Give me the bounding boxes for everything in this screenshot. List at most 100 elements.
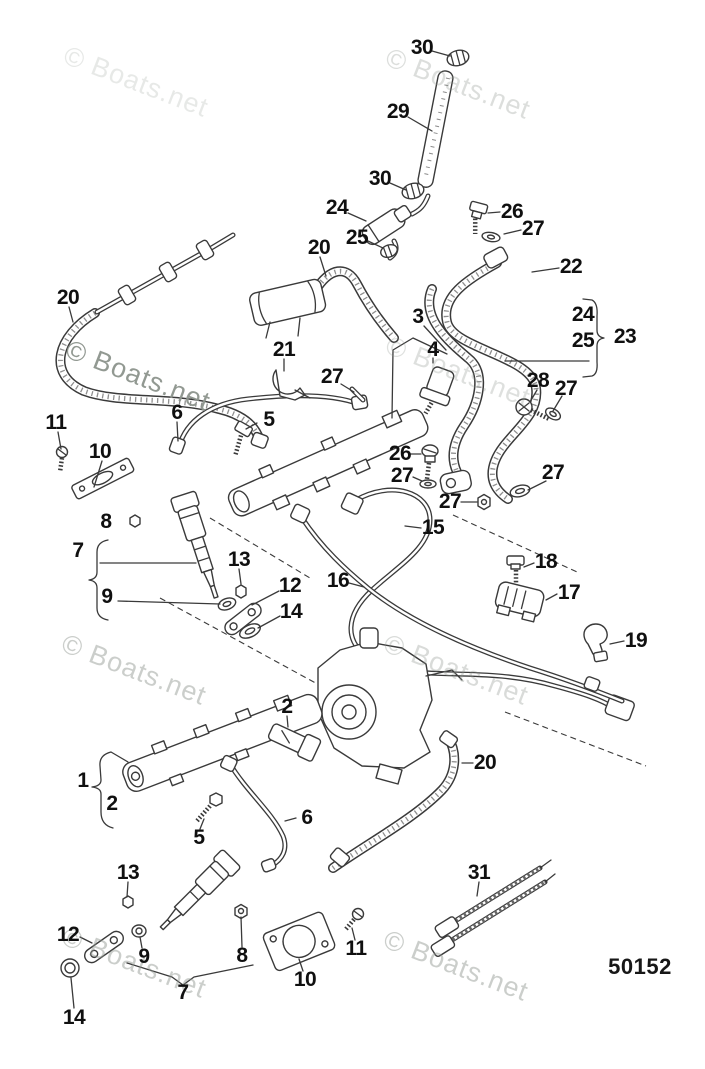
pin-27 <box>349 386 366 403</box>
callout-15: 15 <box>421 516 445 539</box>
callout-22: 22 <box>559 255 583 278</box>
screw-11-lower <box>344 907 365 931</box>
callout-24: 24 <box>325 196 349 219</box>
cables-31 <box>430 859 556 958</box>
callout-14: 14 <box>62 1006 86 1029</box>
clamp-12-upper <box>224 602 262 636</box>
nut-13-upper <box>235 584 247 599</box>
oring-14-lower <box>60 958 80 978</box>
callout-4: 4 <box>427 338 439 361</box>
callout-29: 29 <box>386 100 410 123</box>
callout-30: 30 <box>368 167 392 190</box>
fuel-rail-lower <box>122 693 323 792</box>
callout-10: 10 <box>293 968 317 991</box>
nut-13-lower <box>122 895 134 909</box>
banjo-bolt-26 <box>421 444 439 480</box>
callout-5: 5 <box>193 826 205 849</box>
sensor-4 <box>419 366 455 415</box>
bolt-5-upper <box>233 420 254 456</box>
callout-9: 9 <box>138 945 150 968</box>
fuel-line-left <box>97 235 233 312</box>
injector-upper <box>170 490 219 599</box>
callout-7: 7 <box>72 539 84 562</box>
hose-22 <box>446 246 536 499</box>
banjo-fitting <box>439 469 472 495</box>
callout-1: 1 <box>77 769 89 792</box>
callout-12: 12 <box>56 923 80 946</box>
callout-8: 8 <box>100 510 112 533</box>
callout-2: 2 <box>106 792 118 815</box>
pipe-6-lower <box>219 754 285 873</box>
callout-9: 9 <box>101 585 113 608</box>
bolt-18 <box>506 555 525 592</box>
callout-27: 27 <box>390 464 414 487</box>
callout-27: 27 <box>554 377 578 400</box>
callout-16: 16 <box>326 569 350 592</box>
callout-13: 13 <box>227 548 251 571</box>
brackets <box>88 298 605 986</box>
canister <box>249 278 327 326</box>
leader-lines <box>57 50 625 1009</box>
callout-17: 17 <box>557 581 581 604</box>
callout-7: 7 <box>177 981 189 1004</box>
callout-28: 28 <box>526 369 550 392</box>
clamp-30-top <box>446 49 470 67</box>
oring-14-upper <box>239 623 261 639</box>
callout-8: 8 <box>236 944 248 967</box>
callout-31: 31 <box>467 861 491 884</box>
nut-8-upper <box>129 514 141 528</box>
diagram-part-number: 50152 <box>608 954 672 979</box>
bolt-28 <box>515 398 551 422</box>
callout-19: 19 <box>624 629 648 652</box>
seal-9-lower <box>131 924 147 938</box>
nut-8-lower <box>234 903 248 920</box>
callout-25: 25 <box>345 226 369 249</box>
washer-27-top <box>481 231 501 243</box>
callout-6: 6 <box>301 806 313 829</box>
pipe-16 <box>290 503 622 701</box>
callout-13: 13 <box>116 861 140 884</box>
washer-27-right <box>509 484 531 498</box>
hose-20-left <box>60 313 269 449</box>
pump <box>317 627 463 785</box>
vent-hose-29 <box>417 70 454 188</box>
hose-20-lower <box>329 730 458 868</box>
pipe-15 <box>340 490 635 722</box>
gasket-10-lower <box>262 911 336 972</box>
seal-9-upper <box>217 597 237 611</box>
clamp-25 <box>380 243 398 259</box>
callout-20: 20 <box>307 236 331 259</box>
callout-27: 27 <box>521 217 545 240</box>
callout-18: 18 <box>534 550 558 573</box>
callout-12: 12 <box>278 574 302 597</box>
callout-27: 27 <box>541 461 565 484</box>
bracket-10-upper <box>71 457 135 500</box>
callout-5: 5 <box>263 408 275 431</box>
callout-21: 21 <box>272 338 296 361</box>
bolt-26-top <box>469 200 489 235</box>
sensor-17 <box>494 581 545 623</box>
sensor-2 <box>267 723 322 762</box>
callout-26: 26 <box>500 200 524 223</box>
callout-20: 20 <box>56 286 80 309</box>
screw-11-upper <box>55 445 69 473</box>
clip-19 <box>583 623 609 663</box>
canister-bracket <box>265 317 301 339</box>
callout-23: 23 <box>613 325 637 348</box>
callout-2: 2 <box>281 695 293 718</box>
hose-20-upper <box>315 271 394 338</box>
washer-27-mid <box>419 479 437 489</box>
callout-24: 24 <box>571 303 595 326</box>
callout-6: 6 <box>171 401 183 424</box>
clamp-12-lower <box>84 930 124 964</box>
clamp-21 <box>272 369 311 401</box>
callout-25: 25 <box>571 329 595 352</box>
callout-20: 20 <box>473 751 497 774</box>
callout-27: 27 <box>438 490 462 513</box>
callout-26: 26 <box>388 442 412 465</box>
fuel-rail-upper <box>227 409 429 517</box>
outline-4 <box>391 337 448 419</box>
callout-30: 30 <box>410 36 434 59</box>
